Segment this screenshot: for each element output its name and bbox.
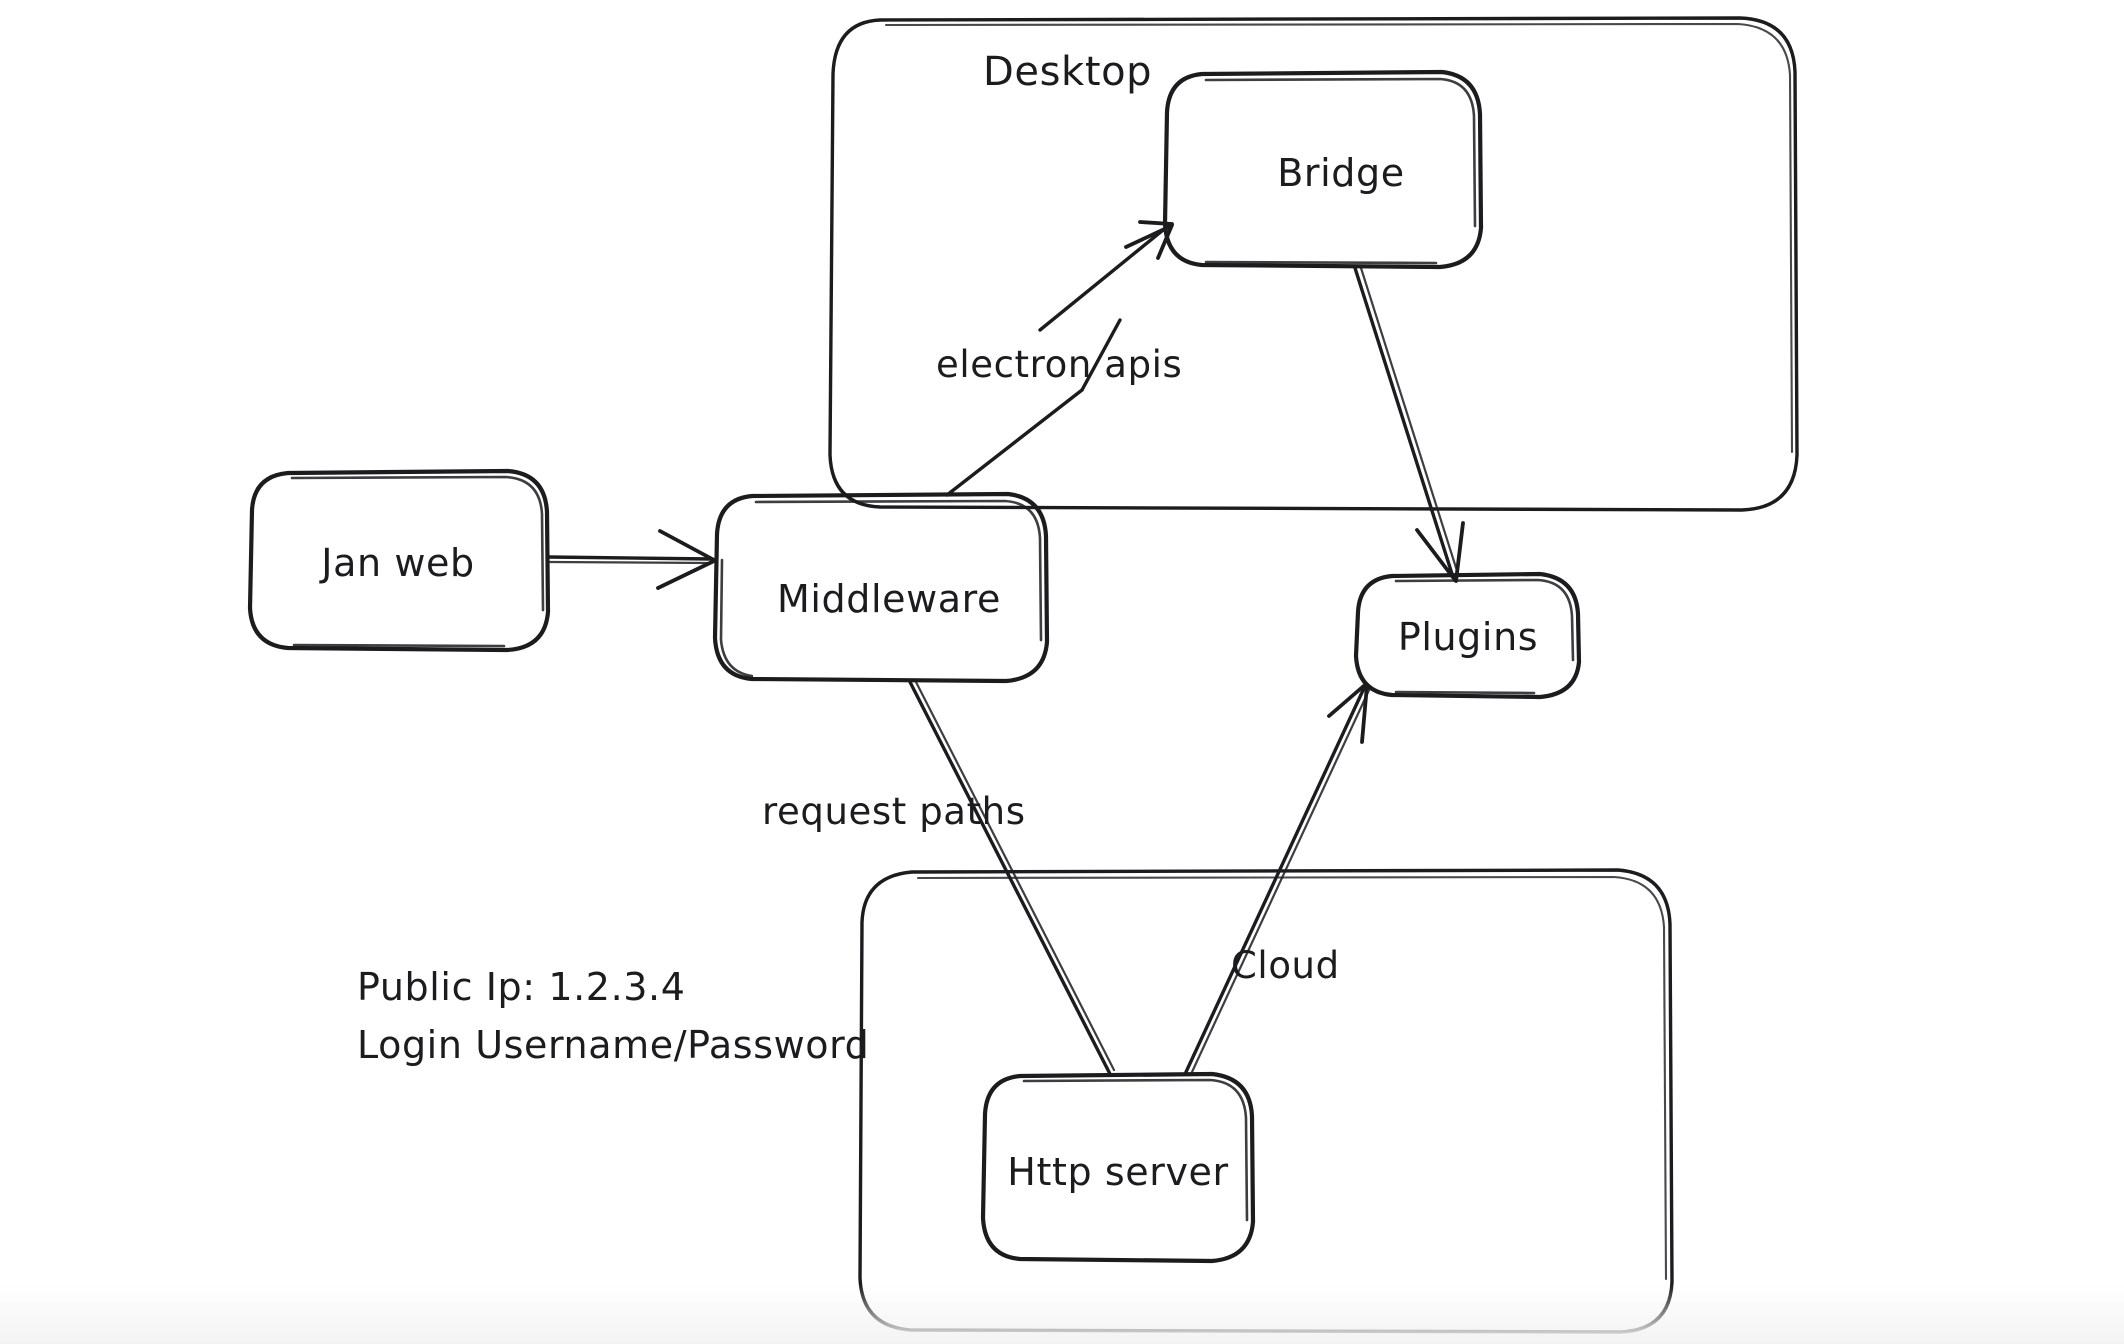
group-label-cloud: Cloud <box>1231 944 1340 987</box>
node-label-plugins: Plugins <box>1398 615 1538 659</box>
edge-http-server-to-plugins <box>1184 682 1372 1074</box>
edge-label-request-paths: request paths <box>762 790 1026 833</box>
node-middleware[interactable] <box>712 491 1050 684</box>
node-plugins[interactable] <box>1353 571 1582 700</box>
edge-middleware-to-bridge <box>945 220 1174 497</box>
node-label-bridge: Bridge <box>1277 151 1404 195</box>
edge-label-electron-apis: electron apis <box>936 343 1182 386</box>
node-label-jan-web: Jan web <box>319 541 474 585</box>
group-desktop <box>828 16 1799 512</box>
edge-jan-web-to-middleware <box>546 529 716 590</box>
edge-bridge-to-plugins <box>1353 266 1465 583</box>
node-http-server[interactable] <box>980 1071 1256 1264</box>
group-label-desktop: Desktop <box>983 49 1152 95</box>
node-label-http-server: Http server <box>1007 1150 1228 1194</box>
group-cloud <box>858 868 1674 1334</box>
node-label-middleware: Middleware <box>777 577 1001 621</box>
note-login-credentials: Login Username/Password <box>357 1023 869 1067</box>
note-public-ip: Public Ip: 1.2.3.4 <box>357 965 686 1009</box>
node-jan-web[interactable] <box>247 468 551 653</box>
edge-middleware-to-http-server <box>908 680 1116 1076</box>
node-bridge[interactable] <box>1162 69 1484 270</box>
